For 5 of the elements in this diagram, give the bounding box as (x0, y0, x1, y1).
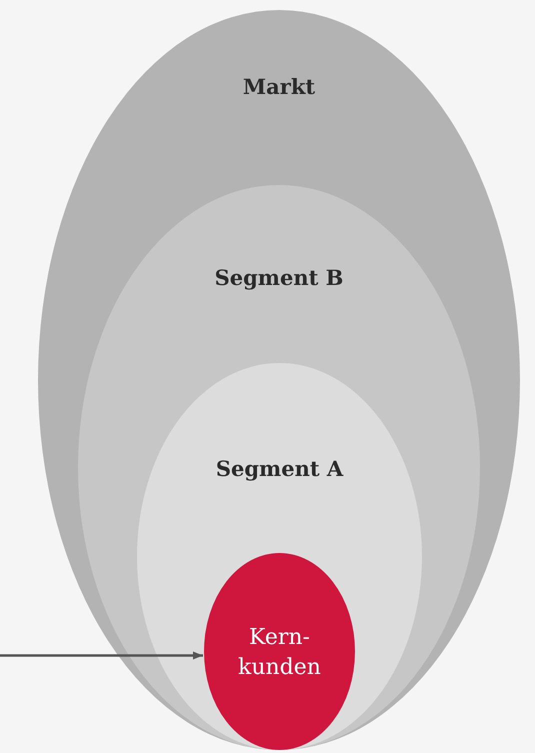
market-label: Markt (242, 74, 316, 99)
core-customers-label: Kern- kunden (237, 624, 322, 682)
arrow (0, 652, 203, 660)
segment-label: Segment A (214, 456, 344, 481)
segment-label: Segment B (214, 265, 344, 290)
